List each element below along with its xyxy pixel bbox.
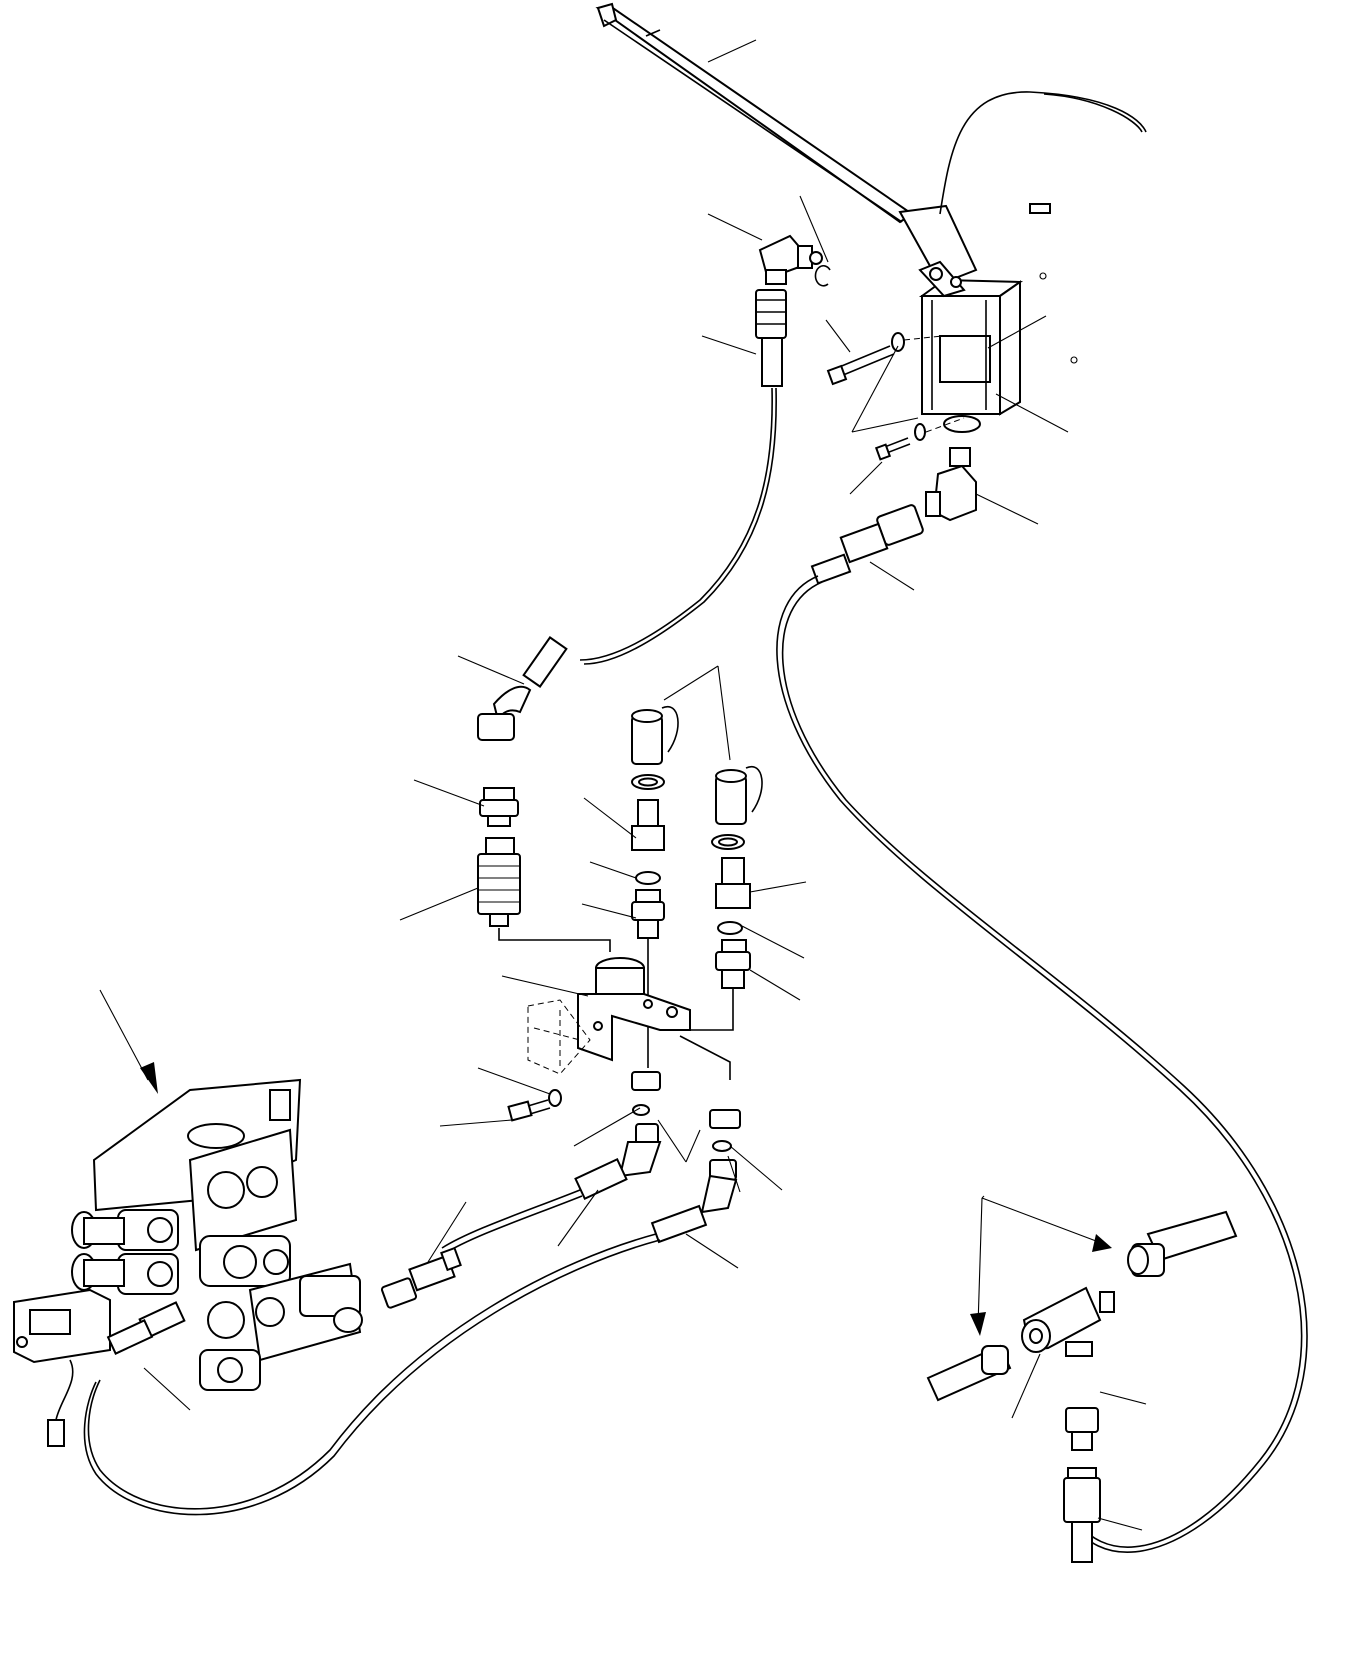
control-valve-assembly [13, 1078, 363, 1447]
pump-mount-washer [891, 332, 965, 441]
tee-fitting-detail [926, 1210, 1238, 1402]
hand-pump-body [918, 260, 1024, 433]
hose-elbow-lower-right [83, 1109, 741, 1516]
hose-pump-outlet [776, 504, 1308, 1553]
hose-pump-inlet [477, 289, 787, 741]
leader-lines [99, 39, 1147, 1531]
dust-cap [631, 705, 763, 825]
hose-tee-branch [1063, 1407, 1101, 1563]
reservoir-outline [939, 91, 1147, 364]
mounting-bracket [527, 957, 731, 1080]
elbow-fitting-pump-outlet [925, 447, 977, 522]
o-ring [631, 774, 745, 1152]
hand-pump-lever [595, 2, 978, 286]
test-coupler-center [631, 799, 665, 1068]
quick-coupler-left [477, 837, 611, 952]
pump-mount-bolt [826, 345, 911, 461]
quick-coupler-nipple [479, 787, 519, 827]
elbow-fitting-top [758, 234, 823, 285]
hose-elbow-lower-left [441, 1071, 662, 1255]
bracket-bolt [507, 1089, 562, 1122]
retaining-ring [814, 265, 831, 287]
test-coupler-right [688, 857, 751, 1031]
valve-port-coupler [380, 1246, 462, 1309]
